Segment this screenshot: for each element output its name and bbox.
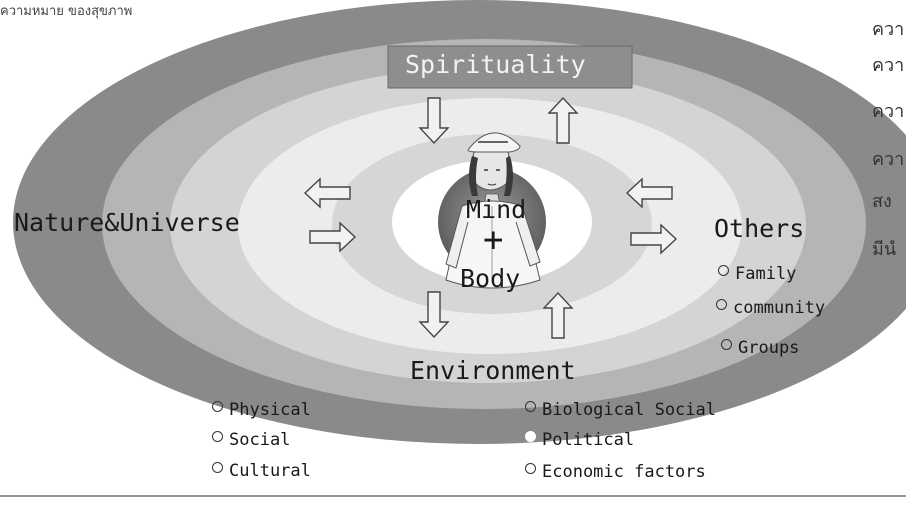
env-left-item-social: Social (212, 430, 290, 450)
arrow-up-bottom (542, 291, 574, 339)
arrow-up-top (547, 96, 579, 144)
environment-label: Environment (410, 356, 576, 385)
bullet-icon (525, 401, 536, 412)
env-left-item-cultural: Cultural (212, 461, 311, 481)
side-text-4: ควา (872, 149, 905, 170)
bullet-icon (212, 431, 223, 442)
bullet-icon (525, 431, 536, 442)
bullet-icon (721, 339, 732, 350)
arrow-right-left (309, 221, 357, 253)
nurse-figure (445, 132, 541, 289)
arrow-down-top (418, 97, 450, 145)
plus-label: + (483, 220, 504, 260)
side-text-1: ควา (872, 19, 905, 40)
side-text-6: มีนํ (872, 239, 897, 260)
arrow-right-right (630, 223, 678, 255)
others-label: Others (714, 214, 805, 243)
side-text-2: ควา (872, 55, 905, 76)
top-text: ความหมาย ของสุขภาพ (0, 4, 133, 19)
bullet-icon (212, 462, 223, 473)
body-label: Body (460, 264, 521, 293)
others-item-community: community (716, 298, 825, 318)
mind-label: Mind (466, 195, 527, 224)
arrow-down-bottom (418, 291, 450, 339)
others-item-groups: Groups (721, 338, 799, 358)
nature-universe-label: Nature&Universe (14, 208, 240, 237)
bullet-icon (718, 265, 729, 276)
spirituality-label: Spirituality (405, 50, 586, 79)
arrow-left-left (303, 177, 351, 209)
spirituality-box (387, 45, 633, 89)
bullet-icon (716, 299, 727, 310)
env-right-item-economic-factors: Economic factors (525, 462, 706, 482)
bullet-icon (212, 401, 223, 412)
side-text-5: สง (872, 191, 892, 212)
others-item-family: Family (718, 264, 796, 284)
env-left-item-physical: Physical (212, 400, 311, 420)
env-right-item-political: Political (525, 430, 634, 450)
env-right-item-biological-social: Biological Social (525, 400, 716, 420)
side-text-3: ควา (872, 101, 905, 122)
bullet-icon (525, 463, 536, 474)
arrow-left-right (625, 177, 673, 209)
